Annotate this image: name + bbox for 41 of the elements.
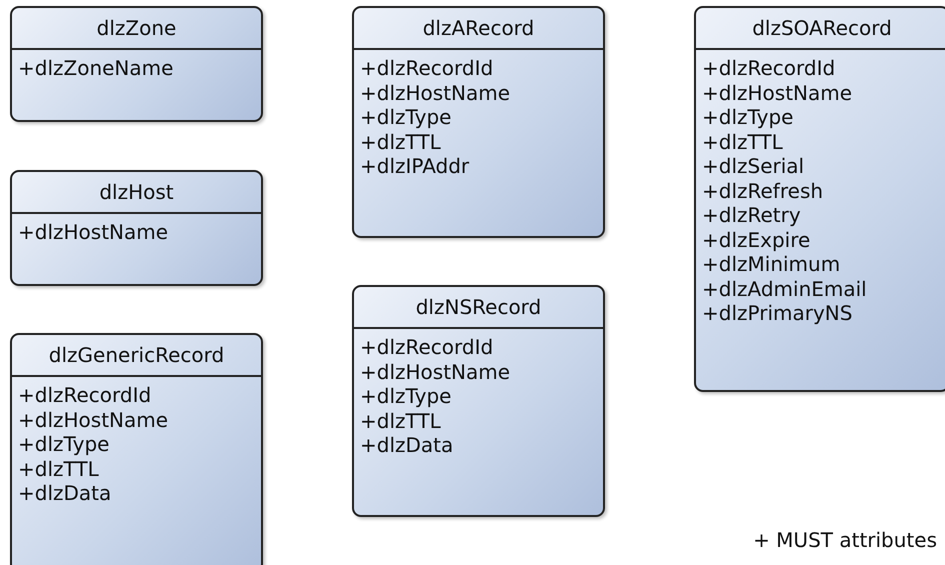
class-name: dlzARecord: [422, 16, 534, 40]
attribute-name: +dlzSerial: [702, 154, 804, 178]
attribute-name: +dlzData: [18, 481, 112, 505]
attribute-name: +dlzHostName: [702, 80, 852, 104]
attribute-name: +dlzRecordId: [360, 335, 494, 359]
attribute-name: +dlzTTL: [18, 456, 99, 480]
class-box: [352, 6, 605, 238]
attribute-name: +dlzZoneName: [18, 56, 174, 80]
attribute-name: +dlzTTL: [360, 408, 441, 432]
class-box: [10, 333, 263, 565]
class-name: dlzSOARecord: [752, 16, 892, 40]
attribute-name: +dlzData: [360, 433, 454, 457]
class-name: dlzGenericRecord: [48, 343, 224, 367]
attribute-name: +dlzAdminEmail: [702, 276, 867, 300]
class-box: [352, 285, 605, 517]
attribute-name: +dlzIPAddr: [360, 154, 470, 178]
attribute-name: +dlzHostName: [18, 220, 168, 244]
attribute-name: +dlzRecordId: [702, 56, 836, 80]
attribute-name: +dlzExpire: [702, 228, 810, 252]
attribute-name: +dlzRetry: [702, 203, 801, 227]
attribute-name: +dlzHostName: [360, 360, 510, 384]
class-name: dlzZone: [96, 16, 176, 40]
attribute-name: +dlzHostName: [18, 408, 168, 432]
attribute-name: +dlzType: [360, 384, 452, 408]
note-text: + MUST attributes: [753, 528, 937, 552]
attribute-name: +dlzRecordId: [360, 56, 494, 80]
attribute-name: +dlzPrimaryNS: [702, 301, 852, 325]
attribute-name: +dlzType: [360, 105, 452, 129]
attribute-name: +dlzTTL: [702, 130, 783, 154]
attribute-name: +dlzHostName: [360, 80, 510, 104]
attribute-name: +dlzMinimum: [702, 252, 840, 276]
class-name: dlzNSRecord: [416, 295, 542, 319]
attribute-name: +dlzTTL: [360, 130, 441, 154]
class-box: [10, 170, 263, 286]
class-box: [10, 6, 263, 122]
class-name: dlzHost: [99, 180, 174, 204]
attribute-name: +dlzType: [18, 432, 110, 456]
class-box: [694, 6, 945, 392]
attribute-name: +dlzType: [702, 105, 794, 129]
attribute-name: +dlzRefresh: [702, 178, 824, 202]
attribute-name: +dlzRecordId: [18, 383, 152, 407]
